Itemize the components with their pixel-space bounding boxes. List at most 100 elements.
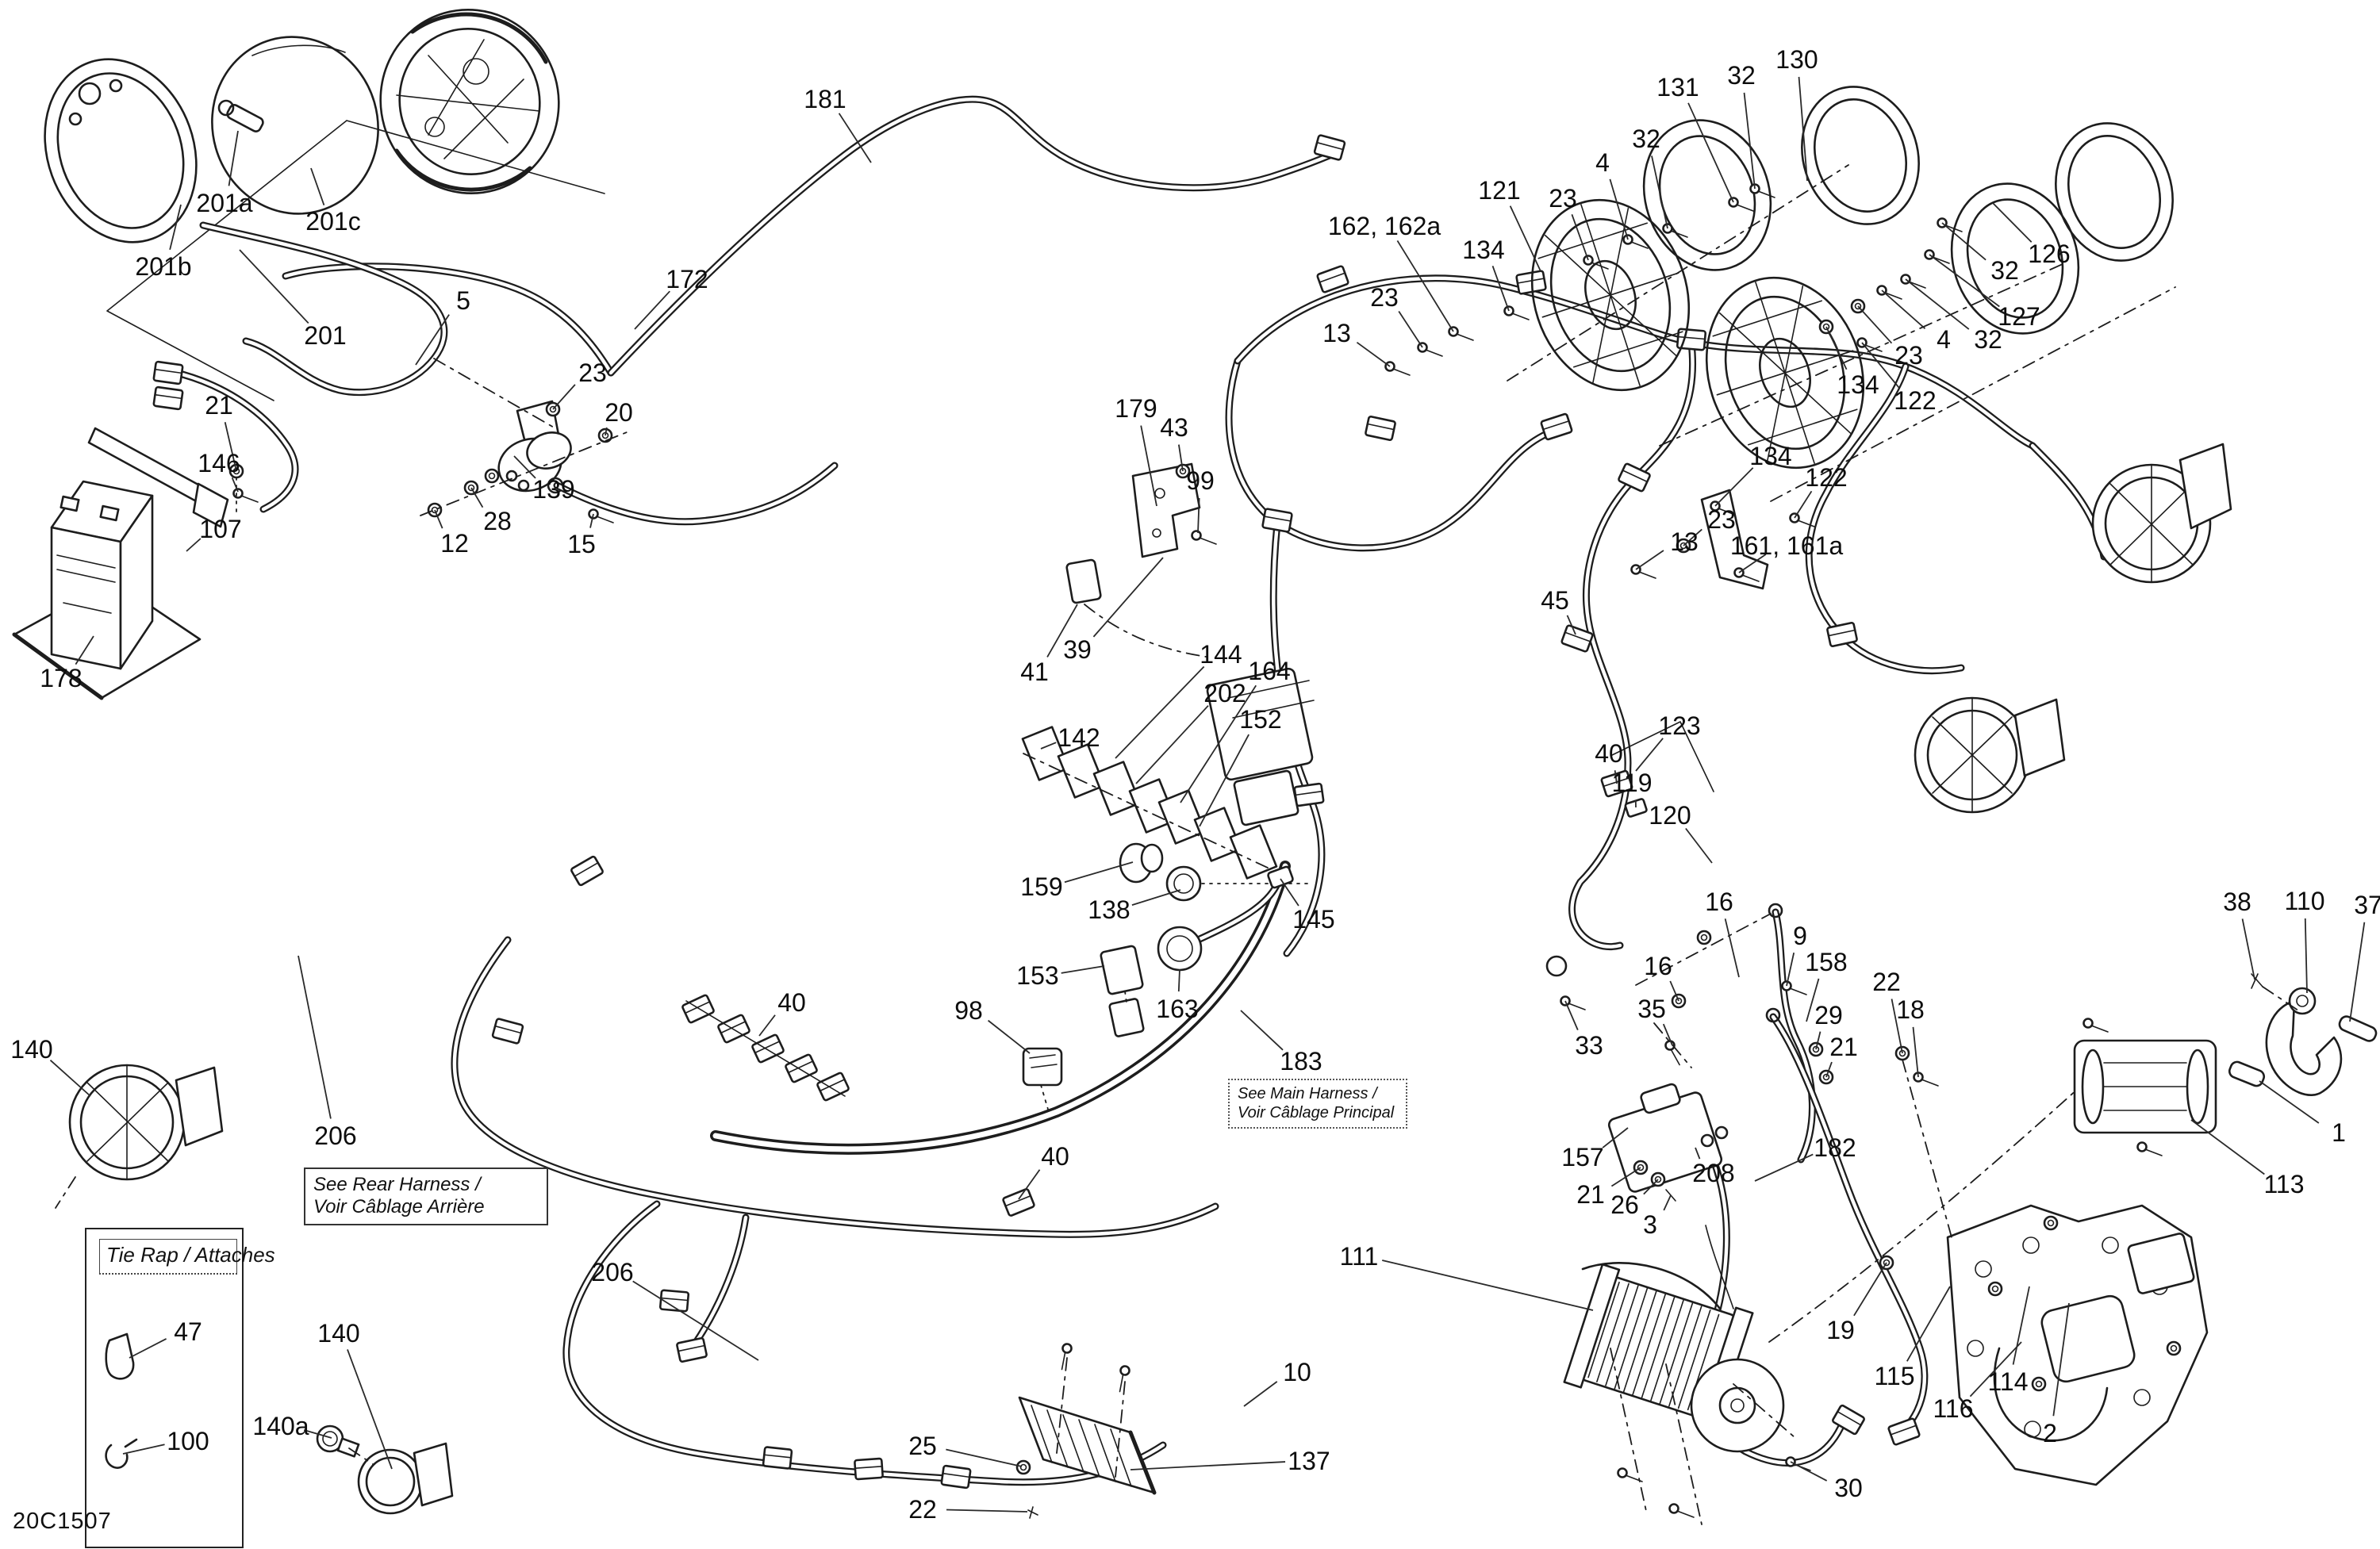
part-label-201b: 201b (135, 252, 191, 281)
leader-line (1280, 878, 1299, 907)
leader-line (1825, 1061, 1833, 1078)
part-label-25: 25 (908, 1432, 937, 1460)
part-label-1: 1 (2332, 1118, 2346, 1147)
part-label-178: 178 (40, 664, 82, 692)
part-label-35: 35 (1637, 995, 1666, 1023)
part-label-140a: 140a (252, 1412, 309, 1440)
part-label-163: 163 (1156, 995, 1198, 1023)
leader-line (1669, 980, 1679, 1002)
leader-line (1635, 738, 1664, 772)
leader-line (758, 1014, 776, 1037)
leader-line (129, 1338, 167, 1359)
part-label-134: 134 (1749, 442, 1791, 470)
leader-line (1861, 342, 1900, 389)
leader-line (1131, 889, 1181, 906)
leader-line (1566, 615, 1576, 635)
leader-line (310, 167, 325, 206)
leader-line (1683, 528, 1702, 546)
part-label-37: 37 (2354, 891, 2380, 919)
part-label-110: 110 (2284, 887, 2324, 915)
part-label-33: 33 (1575, 1031, 1603, 1060)
part-label-201: 201 (304, 321, 346, 350)
part-label-32: 32 (1974, 325, 2002, 354)
part-label-21: 21 (1829, 1033, 1858, 1061)
part-label-122: 122 (1894, 386, 1936, 415)
part-label-131: 131 (1656, 73, 1699, 102)
part-label-172: 172 (666, 265, 708, 293)
leader-line (1046, 604, 1078, 658)
leader-line (1356, 341, 1391, 367)
part-label-40: 40 (1595, 739, 1623, 768)
part-label-146: 146 (198, 449, 240, 477)
leader-line (946, 1448, 1023, 1467)
leader-line (1786, 953, 1795, 987)
leader-line (1969, 1341, 2022, 1398)
part-label-100: 100 (167, 1427, 209, 1455)
part-label-201a: 201a (196, 189, 252, 217)
part-label-98: 98 (954, 996, 983, 1025)
drawing-code: 20C1507 (13, 1509, 112, 1534)
leader-line (2259, 1080, 2320, 1124)
leader-line (838, 113, 872, 163)
rear-harness-note-line2: Voir Câblage Arrière (313, 1196, 485, 1218)
leader-line (1738, 554, 1767, 573)
part-label-9: 9 (1793, 922, 1807, 950)
aux-lamps-right (1914, 443, 2232, 814)
rear-harness-note: See Rear Harness / Voir Câblage Arrière (304, 1168, 548, 1225)
leader-line (1643, 1179, 1659, 1195)
leader-line (1714, 467, 1754, 507)
leader-line (1610, 1167, 1641, 1187)
main-harness-note-line2: Voir Câblage Principal (1238, 1103, 1395, 1121)
leader-line (75, 635, 94, 665)
leader-line (632, 1280, 759, 1361)
part-label-116: 116 (1933, 1394, 1973, 1423)
leader-line (1602, 1127, 1629, 1148)
leader-line (347, 1349, 393, 1470)
part-label-140: 140 (317, 1319, 359, 1348)
winch (1563, 1087, 2079, 1525)
leader-line (1040, 742, 1057, 750)
part-label-47: 47 (174, 1317, 202, 1346)
part-label-111: 111 (1340, 1242, 1379, 1271)
leader-line (2349, 922, 2366, 1022)
leader-line (1881, 289, 1926, 329)
part-label-126: 126 (2028, 240, 2070, 268)
gauge-bolt (217, 99, 264, 132)
leader-line (1929, 254, 2000, 308)
part-label-182: 182 (1814, 1133, 1856, 1162)
leader-line (605, 427, 608, 436)
leader-line (1140, 425, 1157, 507)
leader-line (1564, 1000, 1579, 1030)
gauge-housing (379, 8, 560, 195)
leader-line (1396, 240, 1454, 332)
leader-line (1651, 155, 1668, 229)
part-label-164: 164 (1248, 657, 1290, 685)
leader-line (228, 130, 239, 186)
main-harness-note: See Main Harness / Voir Câblage Principa… (1228, 1079, 1407, 1129)
part-label-145: 145 (1292, 905, 1334, 934)
part-label-23: 23 (578, 358, 607, 387)
leader-line (1857, 305, 1893, 344)
leader-line (513, 455, 536, 479)
part-label-23: 23 (1894, 341, 1923, 370)
part-label-13: 13 (1670, 527, 1699, 556)
leader-line (1912, 1026, 1919, 1078)
part-label-137: 137 (1288, 1447, 1330, 1475)
leader-line (1687, 102, 1734, 203)
leader-line (1743, 92, 1756, 190)
leader-line (1685, 827, 1713, 864)
part-label-20: 20 (605, 398, 633, 427)
part-label-29: 29 (1814, 1001, 1843, 1029)
leader-line (1825, 326, 1848, 370)
leader-line (2190, 1119, 2265, 1175)
leader-line (186, 538, 202, 552)
leader-line (988, 1019, 1031, 1054)
leader-line (1571, 214, 1589, 261)
leader-line (1798, 76, 1808, 182)
part-label-113: 113 (2263, 1170, 2304, 1198)
part-label-142: 142 (1058, 723, 1100, 752)
part-label-21: 21 (1576, 1180, 1605, 1209)
part-label-4: 4 (1937, 325, 1951, 354)
